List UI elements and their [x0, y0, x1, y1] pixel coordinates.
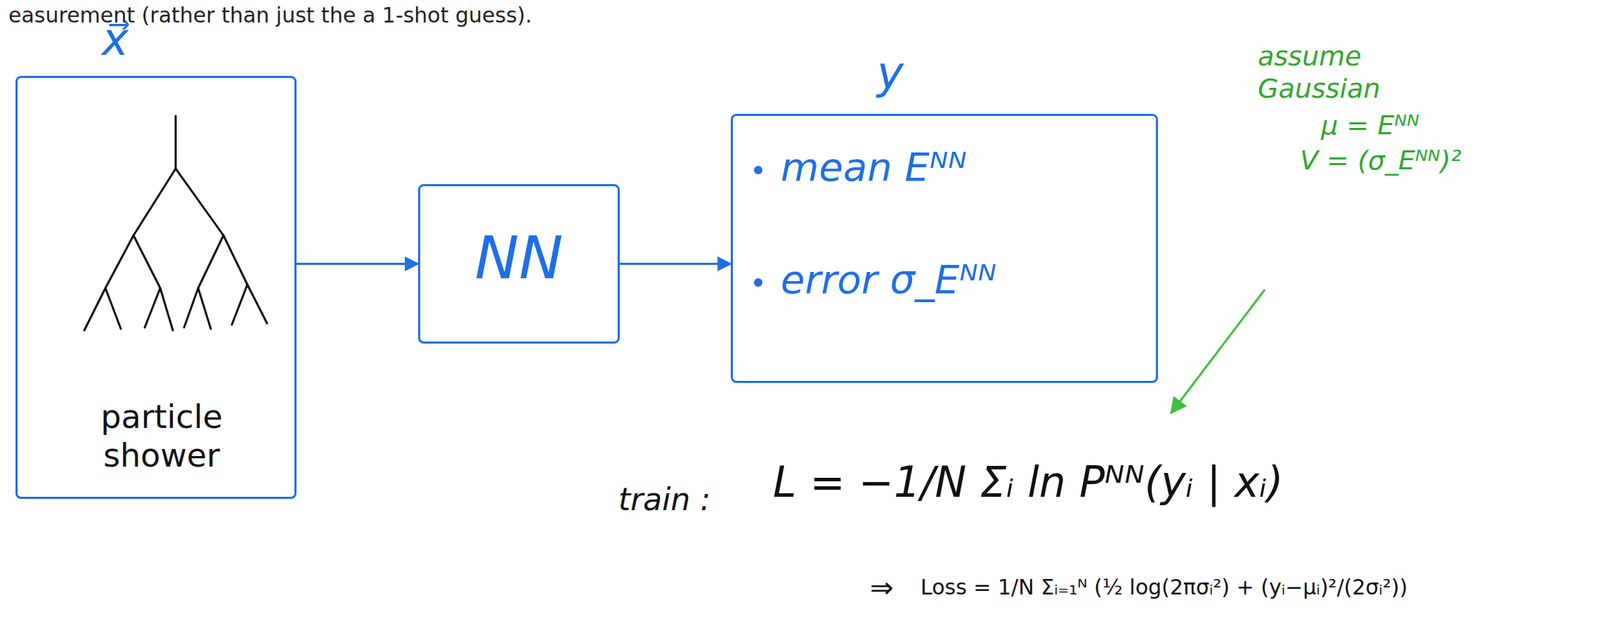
implies-symbol: ⇒: [869, 570, 894, 605]
loss-formula: Loss = 1/N Σᵢ₌₁ᴺ (½ log(2πσᵢ²) + (yᵢ−μᵢ)…: [920, 574, 1408, 601]
shower-box: x⃗particle shower: [15, 75, 297, 499]
tree-branch: [184, 288, 211, 329]
tree-branch: [133, 168, 224, 236]
flow-arrow: [296, 262, 419, 265]
green-leader-arrow: [1172, 289, 1265, 412]
node-title: NN: [420, 186, 618, 330]
tree-branch: [105, 235, 161, 289]
tree-branch: [84, 288, 121, 331]
tree-branch: [198, 235, 248, 289]
tree-trunk: [174, 115, 178, 169]
annotation-text: μ = Eᴺᴺ: [1321, 109, 1420, 142]
node-heading: y: [876, 47, 904, 100]
annotation-text: V = (σ_Eᴺᴺ)²: [1299, 144, 1462, 178]
node-caption: particle shower: [66, 397, 257, 476]
flow-arrow: [619, 262, 731, 265]
tree-branch: [231, 284, 268, 325]
tree-branch: [144, 288, 173, 331]
annotation-text: assume Gaussian: [1257, 40, 1469, 105]
cut-off-heading: easurement (rather than just the a 1-sho…: [8, 2, 532, 29]
output-box: ymean Eᴺᴺerror σ_Eᴺᴺ: [730, 113, 1159, 383]
output-item: error σ_Eᴺᴺ: [753, 256, 997, 303]
loss-formula: L = −1/N Σᵢ ln Pᴺᴺ(yᵢ | xᵢ): [772, 456, 1284, 508]
network-box: NN: [418, 184, 620, 344]
note-text: train :: [618, 481, 711, 519]
particle-tree: [84, 115, 268, 331]
output-item: mean Eᴺᴺ: [753, 144, 967, 190]
